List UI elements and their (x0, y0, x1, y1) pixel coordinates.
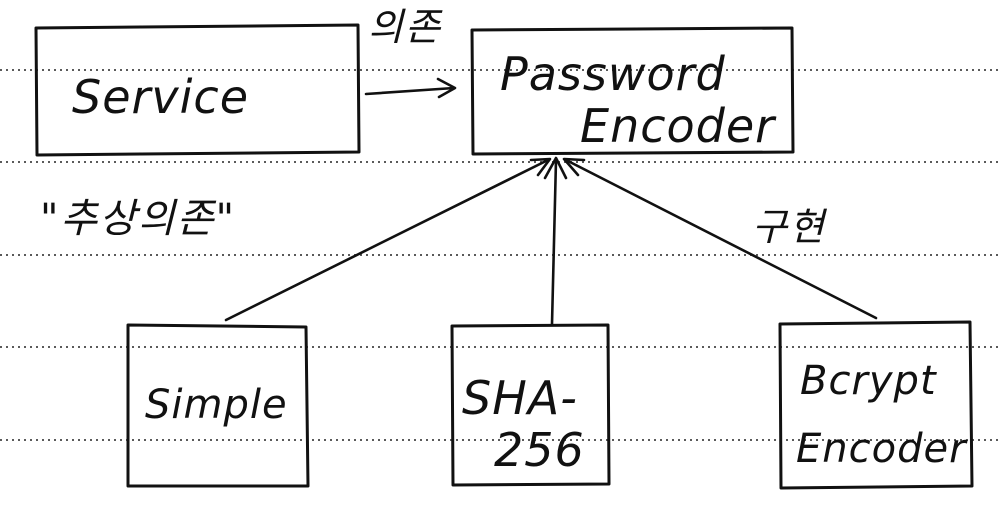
bcrypt-label-line1: Bcrypt (800, 358, 937, 404)
dependency-annotation: 의존 (368, 5, 443, 49)
simple-label: Simple (145, 382, 288, 428)
abstract-dependency-annotation: "추상의존" (40, 196, 236, 242)
bcrypt-to-encoder-line (564, 158, 878, 320)
sha256-node: SHA- 256 (450, 323, 611, 487)
dependency-arrow: 의존 (364, 5, 457, 99)
password-encoder-label-line2: Encoder (580, 99, 777, 153)
sha256-label-line1: SHA- (462, 371, 578, 425)
implementation-annotation: 구현 (752, 205, 828, 249)
ruled-lines (0, 69, 1000, 441)
bcrypt-label-line2: Encoder (796, 426, 968, 472)
dependency-arrow-head (436, 77, 457, 99)
simple-node: Simple (126, 323, 310, 488)
simple-to-encoder-arrow-head (529, 157, 552, 177)
sha256-box (450, 323, 611, 487)
service-box (34, 23, 361, 157)
sha256-label-line2: 256 (494, 423, 585, 477)
bcrypt-node: Bcrypt Encoder (778, 320, 974, 490)
password-encoder-box (470, 26, 795, 156)
password-encoder-node: Password Encoder (470, 26, 795, 156)
dependency-arrow-line (364, 86, 456, 96)
simple-to-encoder-line (224, 158, 550, 322)
bcrypt-to-encoder-arrow-head (562, 157, 586, 177)
implementation-arrows (224, 156, 878, 326)
simple-box (126, 323, 310, 488)
service-label: Service (72, 70, 249, 124)
service-node: Service (34, 23, 361, 157)
bcrypt-box (778, 320, 974, 490)
password-encoder-label-line1: Password (500, 47, 726, 101)
sha256-to-encoder-line (550, 158, 558, 326)
sha256-to-encoder-arrow-head (543, 156, 568, 180)
